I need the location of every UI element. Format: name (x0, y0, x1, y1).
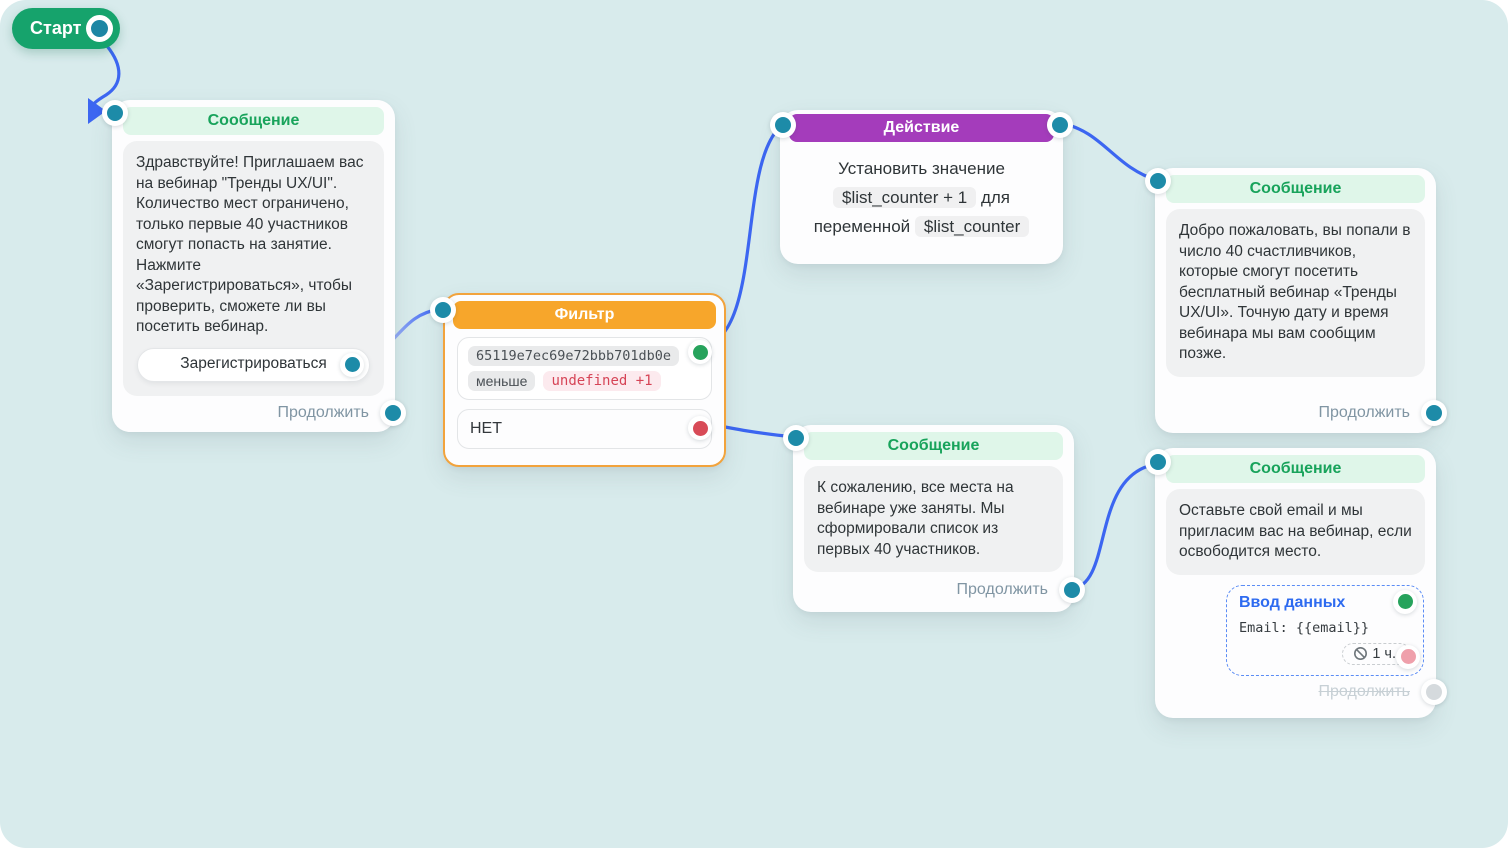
node-header: Сообщение (1166, 455, 1425, 483)
node-type-label: Сообщение (1249, 460, 1342, 477)
action-text: Установить значение (838, 159, 1005, 178)
action-text: для (980, 188, 1010, 207)
message-text: Добро пожаловать, вы попали в число 40 с… (1179, 222, 1411, 362)
start-output-port[interactable] (86, 15, 113, 42)
node-type-label: Сообщение (1249, 180, 1342, 197)
continue-output-port-disabled (1421, 679, 1447, 705)
message-bubble: Здравствуйте! Приглашаем вас на вебинар … (123, 141, 384, 396)
node-header: Сообщение (123, 107, 384, 135)
action-description: Установить значение $list_counter + 1 дл… (780, 154, 1063, 241)
start-node[interactable]: Старт (12, 8, 120, 49)
message-text: Оставьте свой email и мы пригласим вас н… (1179, 502, 1412, 560)
timeout-row: 1 ч. (1239, 642, 1420, 669)
input-port[interactable] (1145, 168, 1171, 194)
message-text: К сожалению, все места на вебинаре уже з… (817, 479, 1014, 558)
continue-output-port[interactable] (380, 400, 406, 426)
input-port[interactable] (430, 297, 456, 323)
message-node-full[interactable]: Сообщение К сожалению, все места на веби… (783, 425, 1085, 612)
register-output-port[interactable] (340, 352, 364, 377)
condition-variable: 65119e7ec69e72bbb701db0e (468, 346, 680, 366)
action-node[interactable]: Действие Установить значение $list_count… (770, 110, 1073, 264)
message-bubble: Оставьте свой email и мы пригласим вас н… (1166, 489, 1425, 575)
message-text: Здравствуйте! Приглашаем вас на вебинар … (136, 154, 364, 335)
condition-value: undefined +1 (543, 371, 661, 391)
message-bubble: Добро пожаловать, вы попали в число 40 с… (1166, 209, 1425, 377)
message-node-welcome[interactable]: Сообщение Добро пожаловать, вы попали в … (1145, 168, 1447, 433)
action-text: переменной (813, 217, 911, 236)
data-input-title: Ввод данных (1239, 593, 1346, 611)
edge-action-to-welcome (1058, 121, 1158, 182)
node-header: Действие (789, 114, 1054, 142)
data-input-block[interactable]: Ввод данных Email: {{email}} 1 ч. (1226, 584, 1424, 676)
input-port[interactable] (1145, 449, 1171, 475)
input-port[interactable] (770, 112, 796, 138)
message-node-invite[interactable]: Сообщение Здравствуйте! Приглашаем вас н… (102, 100, 406, 432)
data-input-success-port[interactable] (1393, 589, 1417, 614)
continue-output-port[interactable] (1059, 577, 1085, 603)
filter-yes-port[interactable] (688, 340, 712, 364)
timeout-label: 1 ч. (1372, 645, 1396, 662)
action-value-code: $list_counter + 1 (833, 187, 977, 208)
node-type-label: Сообщение (207, 112, 300, 129)
data-input-field: Email: {{email}} (1239, 619, 1370, 636)
edge-arrowhead-icon (88, 98, 106, 124)
register-button-label: Зарегистрироваться (180, 355, 327, 373)
continue-label-disabled: Продолжить (1318, 683, 1410, 700)
continue-label[interactable]: Продолжить (956, 581, 1048, 598)
filter-condition[interactable]: 65119e7ec69e72bbb701db0e меньше undefine… (457, 337, 712, 400)
action-variable-code: $list_counter (914, 216, 1030, 237)
continue-label[interactable]: Продолжить (277, 404, 369, 421)
message-node-email[interactable]: Сообщение Оставьте свой email и мы пригл… (1145, 448, 1447, 718)
input-port[interactable] (783, 425, 809, 451)
node-header: Сообщение (804, 432, 1063, 460)
node-type-label: Действие (883, 119, 960, 136)
node-header: Сообщение (1166, 175, 1425, 203)
continue-output-port[interactable] (1421, 400, 1447, 426)
node-type-label: Фильтр (554, 306, 615, 323)
filter-no-branch[interactable]: НЕТ (457, 409, 712, 449)
input-port[interactable] (102, 100, 128, 126)
condition-operator: меньше (468, 371, 536, 391)
prohibition-icon (1354, 647, 1368, 660)
register-button[interactable]: Зарегистрироваться (137, 347, 370, 382)
start-label: Старт (30, 18, 82, 38)
continue-label[interactable]: Продолжить (1318, 404, 1410, 421)
filter-node[interactable]: Фильтр 65119e7ec69e72bbb701db0e меньше u… (430, 293, 726, 467)
timeout-output-port[interactable] (1396, 644, 1420, 669)
message-bubble: К сожалению, все места на вебинаре уже з… (804, 466, 1063, 572)
no-branch-label: НЕТ (470, 420, 502, 437)
filter-no-port[interactable] (688, 416, 712, 440)
node-header: Фильтр (453, 301, 716, 329)
edge-full-to-email (1070, 462, 1158, 591)
output-port[interactable] (1047, 112, 1073, 138)
node-type-label: Сообщение (887, 437, 980, 454)
timeout-pill[interactable]: 1 ч. (1342, 642, 1420, 669)
